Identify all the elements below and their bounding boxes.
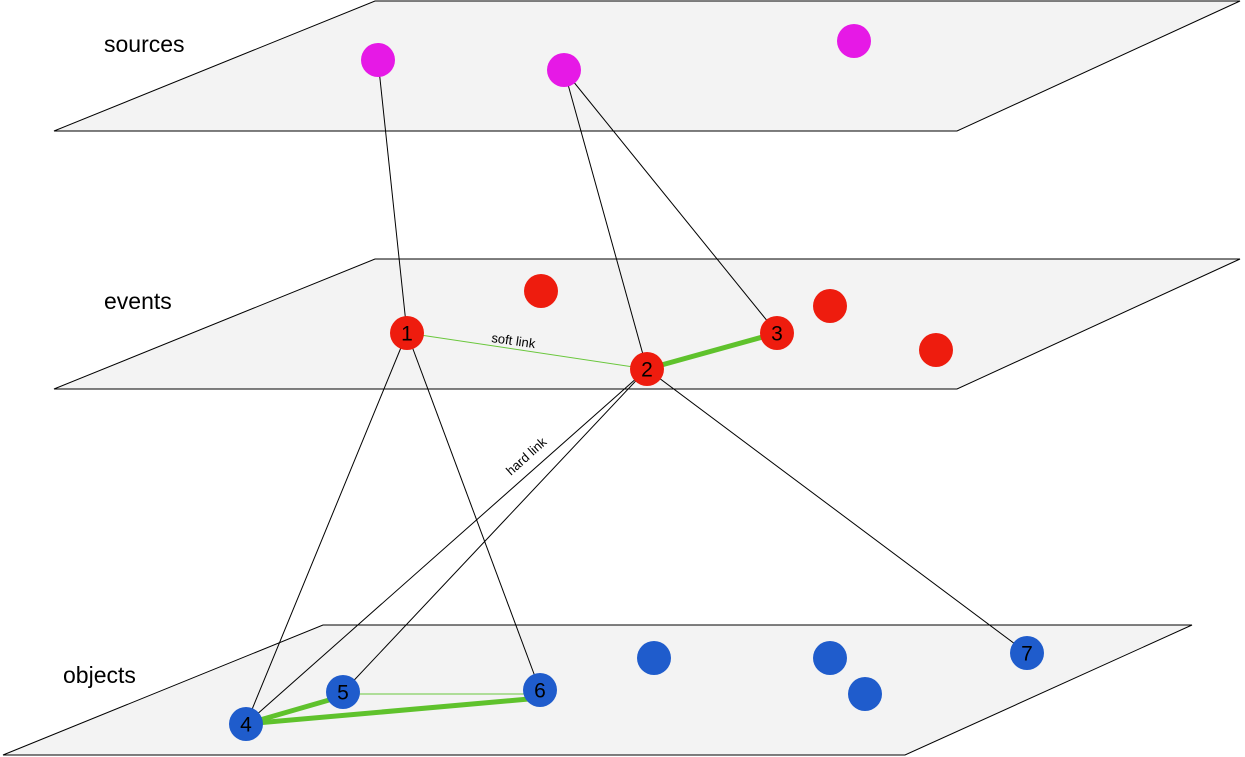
event-node-3 xyxy=(760,316,794,350)
object-node-4-label: 4 xyxy=(240,714,252,737)
edge-event-1-to-object-4 xyxy=(245,332,408,725)
event-node xyxy=(524,274,558,308)
edge-source-to-event-2 xyxy=(563,69,648,370)
soft-link-label: soft link xyxy=(491,330,537,351)
source-node xyxy=(837,24,871,58)
objects-plane xyxy=(2,624,1193,756)
object-node-4 xyxy=(229,707,263,741)
hard-link-label: hard link xyxy=(503,434,550,478)
object-node-5 xyxy=(326,675,360,709)
event-node-1-label: 1 xyxy=(401,323,413,346)
event-node-2-label: 2 xyxy=(641,359,653,382)
object-node xyxy=(813,641,847,675)
sources-plane xyxy=(53,0,1241,132)
edge-event-2-to-object-4 xyxy=(245,368,648,725)
object-node-6-label: 6 xyxy=(534,680,546,703)
object-node xyxy=(637,641,671,675)
soft-link-event-1-event-2 xyxy=(406,332,648,370)
edge-source-to-event-3 xyxy=(563,69,778,334)
object-node xyxy=(848,677,882,711)
event-node-2 xyxy=(630,352,664,386)
source-node xyxy=(361,43,395,77)
event-node xyxy=(919,333,953,367)
edge-event-1-to-object-6 xyxy=(406,332,541,691)
edge-event-2-to-object-5 xyxy=(342,368,648,693)
object-node-7 xyxy=(1010,636,1044,670)
sources-label: sources xyxy=(104,31,185,57)
object-node-7-label: 7 xyxy=(1021,643,1033,666)
hard-link-object-4-object-6 xyxy=(243,695,543,727)
events-label: events xyxy=(104,288,172,314)
hard-link-event-2-event-3 xyxy=(644,330,780,372)
edge-event-2-to-object-7 xyxy=(646,368,1028,654)
object-node-6 xyxy=(523,673,557,707)
event-node-1 xyxy=(390,316,424,350)
objects-label: objects xyxy=(63,662,136,688)
object-node-5-label: 5 xyxy=(337,682,349,705)
event-node-3-label: 3 xyxy=(771,323,783,346)
event-node xyxy=(813,289,847,323)
source-node xyxy=(547,53,581,87)
edge-source-to-event-1 xyxy=(377,59,408,334)
